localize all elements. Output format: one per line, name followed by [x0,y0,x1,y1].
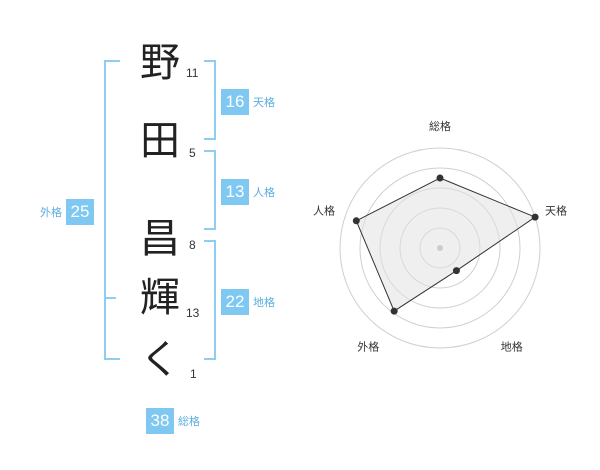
gaikaku-bracket [104,60,120,360]
chikaku-label: 地格 [253,296,275,309]
soukaku-badge: 38 総格 [146,408,200,434]
chikaku-value: 22 [221,289,249,315]
jinkaku-badge: 13 人格 [221,179,275,205]
gaikaku-label: 外格 [40,206,62,219]
radar-polygon [355,177,537,312]
stroke-count-4: 13 [186,306,200,320]
jinkaku-value: 13 [221,179,249,205]
radar-point-3 [452,267,460,275]
gaikaku-badge: 外格 25 [40,199,94,225]
radar-axis-label: 人格 [313,203,335,217]
stroke-count-5: 1 [190,367,197,381]
gaikaku-bracket-tick [104,297,116,299]
tenkaku-bracket [204,60,216,140]
stroke-count-1: 11 [186,66,199,80]
stroke-count-3: 8 [189,238,196,252]
soukaku-value: 38 [146,408,174,434]
radar-axis-label: 地格 [501,340,523,354]
radar-ring [339,147,541,349]
chikaku-bracket [204,240,216,360]
name-char-1: 野 [140,40,180,86]
jinkaku-label: 人格 [253,186,275,199]
soukaku-label: 総格 [178,415,200,428]
tenkaku-badge: 16 天格 [221,89,275,115]
jinkaku-bracket [204,150,216,230]
radar-point-5 [352,217,360,225]
radar-axis-label: 天格 [545,203,567,217]
name-char-2: 田 [140,118,180,164]
radar-axis-label: 総格 [429,119,451,133]
name-char-3: 昌 [140,216,180,262]
name-char-5: く [140,337,180,383]
name-char-4: 輝 [140,275,180,321]
stroke-count-2: 5 [189,146,196,160]
radar-axis-label: 外格 [357,340,379,354]
radar-point-4 [390,307,398,315]
radar-point-2 [531,213,539,221]
tenkaku-label: 天格 [253,96,275,109]
radar-ring [359,167,521,329]
radar-point-1 [436,174,444,182]
tenkaku-value: 16 [221,89,249,115]
chikaku-badge: 22 地格 [221,289,275,315]
radar-center-dot [437,245,443,251]
gaikaku-value: 25 [66,199,94,225]
radar-points [352,174,539,315]
